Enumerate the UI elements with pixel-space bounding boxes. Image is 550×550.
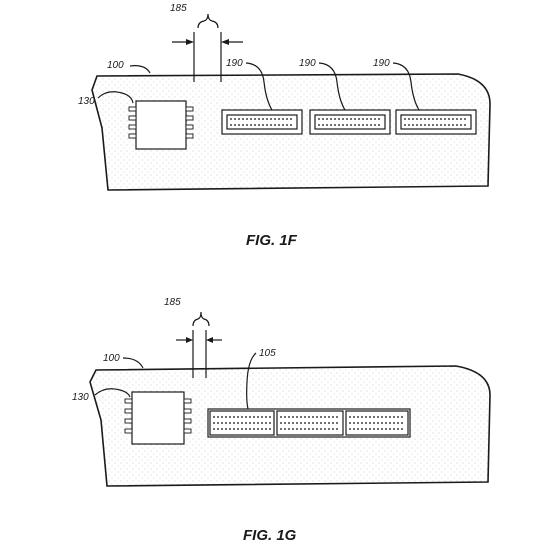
connector-190-a (221, 109, 303, 135)
connector-array-label: 105 (259, 348, 276, 359)
gap-label-1g: 185 (164, 297, 181, 308)
figure-1g: 100 130 185 105 FIG. 1G (72, 297, 491, 544)
connector-label-1: 190 (226, 58, 243, 69)
connector-array-105 (207, 408, 411, 438)
chip-130-1g (124, 391, 192, 445)
chip-130-1f (128, 100, 194, 150)
connector-190-b (309, 109, 391, 135)
connector-label-3: 190 (373, 58, 390, 69)
figure-1f: 100 130 185 190 190 190 FIG. 1F (78, 3, 491, 249)
gap-dimension-1f (172, 13, 243, 82)
board-label-1g: 100 (103, 353, 120, 364)
connector-190-c (395, 109, 477, 135)
gap-dimension-1g (176, 311, 222, 378)
gap-label-1f: 185 (170, 3, 187, 14)
chip-label-1f: 130 (78, 96, 95, 107)
chip-label-1g: 130 (72, 392, 89, 403)
caption-1g: FIG. 1G (243, 527, 297, 544)
caption-1f: FIG. 1F (246, 232, 298, 249)
board-label-1f: 100 (107, 60, 124, 71)
connector-label-2: 190 (299, 58, 316, 69)
